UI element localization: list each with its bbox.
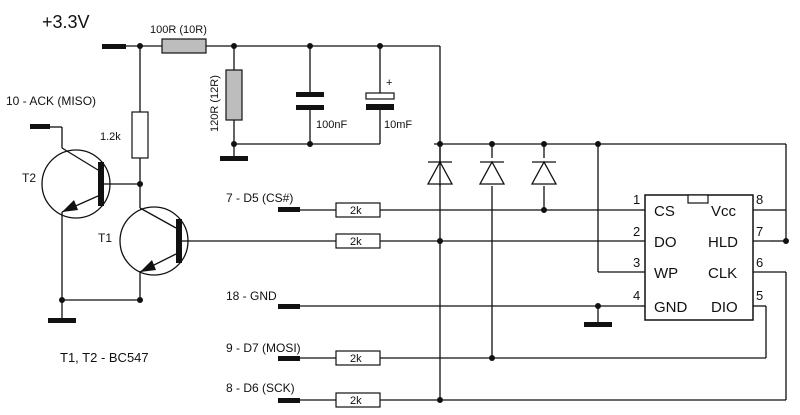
transistor-t1 (119, 206, 190, 276)
resistor-do (335, 233, 381, 249)
pin-5-name: DIO (711, 299, 738, 316)
pin-6-name: CLK (708, 265, 737, 282)
signal-ack-label: 10 - ACK (MISO) (6, 94, 96, 108)
transistor-note: T1, T2 - BC547 (60, 350, 149, 365)
junction-dots (59, 43, 789, 403)
diodes (426, 158, 558, 186)
terminals (30, 44, 300, 403)
pin-4-number: 4 (633, 288, 640, 303)
resistor-sck-label: 2k (350, 395, 362, 407)
signal-gnd-label: 18 - GND (226, 289, 277, 303)
transistor-t1-label: T1 (98, 231, 112, 245)
pin-8-name: Vcc (711, 203, 737, 220)
capacitors (296, 92, 395, 110)
capacitor-10mf-label: 10mF (384, 119, 412, 131)
pin-5-number: 5 (756, 288, 763, 303)
resistor-cs (335, 202, 381, 218)
pin-1-name: CS (654, 203, 675, 220)
resistor-series-label: 100R (10R) (150, 24, 207, 36)
pin-2-number: 2 (633, 224, 640, 239)
resistor-shunt-label: 120R (12R) (209, 75, 221, 132)
resistor-do-label: 2k (350, 236, 362, 248)
capacitor-10mf (365, 92, 395, 100)
resistor-mosi (335, 350, 381, 366)
diode-3 (530, 160, 558, 185)
pin-4-name: GND (654, 299, 688, 316)
resistor-cs-label: 2k (350, 205, 362, 217)
signal-mosi-label: 9 - D7 (MOSI) (226, 341, 301, 355)
resistor-sck (335, 392, 381, 408)
pin-6-number: 6 (756, 255, 763, 270)
resistor-bias-label: 1.2k (100, 131, 121, 143)
pin-2-name: DO (654, 234, 677, 251)
capacitor-polarity: + (386, 77, 392, 89)
transistor-t2-label: T2 (22, 171, 36, 185)
signal-sck-label: 8 - D6 (SCK) (226, 381, 295, 395)
capacitor-100nf (296, 92, 324, 97)
resistor-bodies (131, 38, 381, 408)
supply-label: +3.3V (42, 12, 90, 32)
pin-1-number: 1 (633, 192, 640, 207)
transistor-t2 (41, 147, 111, 219)
resistor-shunt (225, 69, 243, 121)
diode-2 (478, 160, 506, 185)
flash-chip (640, 194, 770, 321)
pin-8-number: 8 (756, 192, 763, 207)
resistor-series (161, 38, 207, 54)
resistor-bias (131, 111, 149, 159)
capacitor-100nf-label: 100nF (316, 119, 347, 131)
signal-cs-label: 7 - D5 (CS#) (226, 191, 293, 205)
pin-7-name: HLD (708, 234, 738, 251)
pin-3-name: WP (654, 265, 678, 282)
pin-3-number: 3 (633, 255, 640, 270)
ground-symbols (48, 156, 612, 327)
resistor-mosi-label: 2k (350, 353, 362, 365)
pin-7-number: 7 (756, 224, 763, 239)
